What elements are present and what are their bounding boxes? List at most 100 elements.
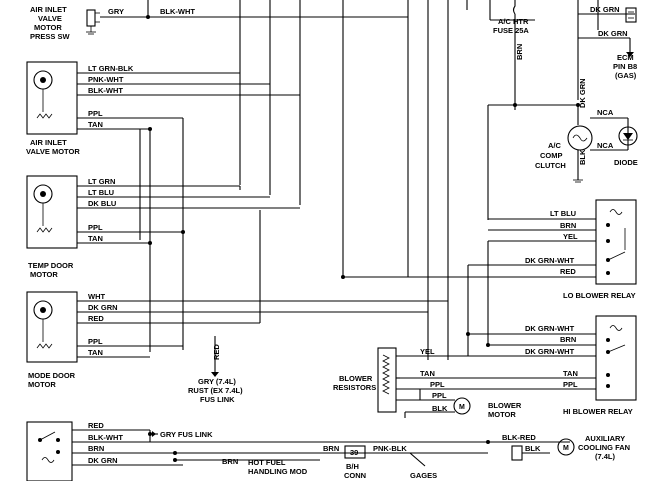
press-switch-label: AIR INLET VALVE MOTOR PRESS SW	[30, 5, 71, 41]
wire-label: DK GRN	[598, 29, 628, 38]
svg-text:WHT: WHT	[88, 292, 105, 301]
svg-text:TAN: TAN	[88, 348, 103, 357]
blower-motor-symbol	[453, 397, 471, 415]
svg-text:AIR INLET: AIR INLET	[30, 138, 67, 147]
mode-door-motor-box	[26, 291, 78, 363]
svg-text:ECM: ECM	[617, 53, 634, 62]
svg-text:TAN: TAN	[88, 120, 103, 129]
svg-text:AUXILIARY: AUXILIARY	[585, 434, 625, 443]
fus-link-label: GRY (7.4L) RUST (EX 7.4L) FUS LINK	[188, 377, 243, 404]
wire-label: DK GRN	[578, 78, 587, 108]
gages-label: GAGES	[410, 471, 437, 480]
svg-text:HOT FUEL: HOT FUEL	[248, 458, 286, 467]
diode-label: DIODE	[614, 158, 638, 167]
bottom-wires: RED BLK-WHT BRN DK GRN BRN BRN PNK-BLK B…	[72, 421, 541, 466]
cooling-fan-label: AUXILIARY COOLING FAN (7.4L)	[578, 434, 630, 461]
svg-text:HANDLING MOD: HANDLING MOD	[248, 467, 308, 476]
temp-door-motor-label: TEMP DOOR MOTOR	[28, 261, 74, 279]
svg-text:PPL: PPL	[563, 380, 578, 389]
svg-text:PPL: PPL	[88, 109, 103, 118]
svg-text:COOLING FAN: COOLING FAN	[578, 443, 630, 452]
svg-text:TAN: TAN	[420, 369, 435, 378]
svg-text:PPL: PPL	[430, 380, 445, 389]
svg-text:BLK-WHT: BLK-WHT	[88, 433, 123, 442]
svg-text:PPL: PPL	[88, 337, 103, 346]
svg-text:FUS LINK: FUS LINK	[200, 395, 235, 404]
svg-text:CLUTCH: CLUTCH	[535, 161, 566, 170]
svg-text:LT GRN-BLK: LT GRN-BLK	[88, 64, 134, 73]
clutch-label: A/C COMP CLUTCH	[535, 141, 566, 170]
diode-symbol	[618, 126, 638, 146]
svg-text:CONN: CONN	[344, 471, 366, 480]
svg-text:COMP: COMP	[540, 151, 563, 160]
svg-text:BLK: BLK	[525, 444, 541, 453]
air-inlet-motor-box	[26, 61, 78, 135]
press-switch-symbol	[86, 9, 100, 35]
hot-fuel-label: HOT FUEL HANDLING MOD	[248, 458, 308, 476]
svg-text:M: M	[459, 404, 465, 411]
svg-text:PPL: PPL	[88, 223, 103, 232]
air-inlet-motor-label: AIR INLET VALVE MOTOR	[26, 138, 80, 156]
mode-door-wires: WHT DK GRN RED PPL TAN	[77, 292, 448, 358]
svg-text:MODE DOOR: MODE DOOR	[28, 371, 76, 380]
svg-text:TAN: TAN	[88, 234, 103, 243]
bh-conn-box	[344, 445, 366, 459]
wire-label: RED	[212, 344, 221, 360]
svg-text:A/C HTR: A/C HTR	[498, 17, 529, 26]
gry-fus-link-label: GRY FUS LINK	[160, 430, 213, 439]
wire-label: BLK-WHT	[160, 7, 195, 16]
wire-label: GRY	[108, 7, 124, 16]
clutch-coil	[567, 125, 593, 151]
svg-text:BLOWER: BLOWER	[339, 374, 373, 383]
svg-text:BLK-WHT: BLK-WHT	[88, 86, 123, 95]
svg-text:RED: RED	[560, 267, 576, 276]
air-inlet-wires: LT GRN-BLK PNK-WHT BLK-WHT PPL TAN	[77, 64, 300, 130]
svg-text:DK GRN: DK GRN	[88, 456, 118, 465]
hi-relay-wires: DK GRN-WHT BRN DK GRN-WHT TAN PPL	[400, 324, 596, 390]
temp-door-motor-box	[26, 175, 78, 249]
lo-blower-relay-box	[595, 199, 637, 285]
ecm-label: ECM PIN B8 (GAS)	[613, 53, 637, 80]
svg-text:YEL: YEL	[420, 347, 435, 356]
hot-fuel-module-box	[26, 421, 73, 481]
svg-text:YEL: YEL	[563, 232, 578, 241]
nca-label: NCA	[597, 108, 614, 117]
svg-text:MOTOR: MOTOR	[28, 380, 56, 389]
svg-text:MOTOR: MOTOR	[30, 270, 58, 279]
wire-label: BLK	[578, 149, 587, 165]
svg-text:FUSE 25A: FUSE 25A	[493, 26, 529, 35]
resistor-wires: YEL TAN PPL PPL BLK	[396, 347, 468, 413]
mode-door-motor-label: MODE DOOR MOTOR	[28, 371, 76, 389]
svg-text:M: M	[563, 445, 569, 452]
svg-text:TEMP DOOR: TEMP DOOR	[28, 261, 74, 270]
svg-text:BRN: BRN	[560, 221, 576, 230]
svg-text:LT BLU: LT BLU	[550, 209, 576, 218]
svg-text:PNK-WHT: PNK-WHT	[88, 75, 124, 84]
svg-text:BLK-RED: BLK-RED	[502, 433, 536, 442]
lo-relay-label: LO BLOWER RELAY	[563, 291, 636, 300]
svg-text:BLOWER: BLOWER	[488, 401, 522, 410]
nca-label: NCA	[597, 141, 614, 150]
wire-label: DK GRN	[590, 5, 620, 14]
svg-text:DK GRN-WHT: DK GRN-WHT	[525, 256, 575, 265]
svg-text:DK BLU: DK BLU	[88, 199, 116, 208]
svg-text:DK GRN-WHT: DK GRN-WHT	[525, 347, 575, 356]
svg-text:LT GRN: LT GRN	[88, 177, 115, 186]
svg-text:MOTOR: MOTOR	[488, 410, 516, 419]
svg-text:BLK: BLK	[432, 404, 448, 413]
hi-blower-relay-box	[595, 315, 637, 401]
svg-text:RED: RED	[88, 421, 104, 430]
svg-text:RESISTORS: RESISTORS	[333, 383, 376, 392]
svg-text:A/C: A/C	[548, 141, 562, 150]
svg-text:B/H: B/H	[346, 462, 359, 471]
svg-text:GRY (7.4L): GRY (7.4L)	[198, 377, 236, 386]
fuse-label: A/C HTR FUSE 25A	[493, 17, 529, 35]
svg-text:TAN: TAN	[563, 369, 578, 378]
hi-relay-label: HI BLOWER RELAY	[563, 407, 633, 416]
svg-text:MOTOR: MOTOR	[34, 23, 62, 32]
svg-text:VALVE: VALVE	[38, 14, 62, 23]
wire-label: BRN	[515, 44, 524, 60]
svg-text:BRN: BRN	[560, 335, 576, 344]
